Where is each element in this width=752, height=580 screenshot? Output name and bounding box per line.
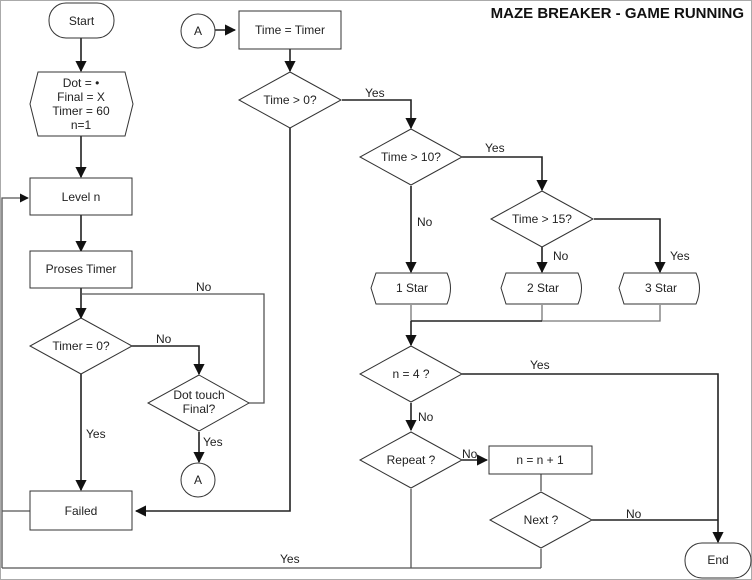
- time-eq-timer-box: [238, 10, 342, 50]
- label-timer-zero-yes: Yes: [86, 427, 106, 441]
- node-time-gt-0[interactable]: Time > 0?: [237, 71, 343, 129]
- node-n-eq-4[interactable]: n = 4 ?: [358, 345, 464, 403]
- edge-n4-yes: [462, 373, 724, 544]
- timer-zero-decision: [28, 317, 134, 375]
- node-failed[interactable]: Failed: [29, 490, 133, 531]
- init-line-4: n=1: [71, 118, 92, 132]
- init-line-1: Dot = •: [63, 76, 100, 90]
- edge-time15-yes: [594, 218, 666, 274]
- label-timer-zero-no: No: [156, 332, 172, 346]
- label-time-gt-0-yes: Yes: [365, 86, 385, 100]
- n-eq-4-label: n = 4 ?: [392, 367, 429, 381]
- label-time-gt-15-yes: Yes: [670, 249, 690, 263]
- star-1-display: [370, 272, 451, 305]
- node-time-gt-15[interactable]: Time > 15?: [489, 190, 595, 248]
- time-gt-0-label: Time > 0?: [263, 93, 317, 107]
- edge-labels: No No Yes Yes Yes Yes No No Yes Yes No N…: [86, 86, 690, 566]
- label-n-eq-4-no: No: [418, 410, 434, 424]
- repeat-decision: [358, 431, 464, 489]
- connector-a-top-label: A: [194, 24, 202, 38]
- node-connector-a-top[interactable]: A: [180, 13, 216, 49]
- node-star-2[interactable]: 2 Star: [500, 272, 582, 305]
- node-end[interactable]: End: [684, 542, 752, 579]
- label-proses-loop-no: No: [196, 280, 212, 294]
- label-time-gt-15-no: No: [553, 249, 569, 263]
- edge-loop-to-level: [1, 193, 29, 568]
- dot-touch-decision: [146, 374, 251, 432]
- end-label: End: [707, 553, 728, 567]
- failed-box: [29, 490, 133, 531]
- time-gt-10-label: Time > 10?: [381, 150, 441, 164]
- n-eq-4-decision: [358, 345, 464, 403]
- edge-timer0-no: [132, 345, 205, 376]
- node-timer-zero[interactable]: Timer = 0?: [28, 317, 134, 375]
- level-box: [29, 177, 133, 216]
- dot-touch-line-1: Dot touch: [173, 388, 224, 402]
- n-inc-label: n = n + 1: [516, 453, 564, 467]
- timer-zero-label: Timer = 0?: [52, 339, 110, 353]
- label-repeat-no: No: [462, 447, 478, 461]
- time-gt-10-decision: [358, 128, 464, 186]
- diagram-title: MAZE BREAKER - GAME RUNNING: [491, 5, 744, 22]
- edge-time10-yes: [462, 156, 548, 192]
- repeat-label: Repeat ?: [387, 453, 436, 467]
- proses-timer-box: [29, 250, 133, 289]
- node-repeat[interactable]: Repeat ?: [358, 431, 464, 489]
- node-init[interactable]: Dot = • Final = X Timer = 60 n=1: [29, 71, 134, 137]
- next-decision: [488, 491, 594, 549]
- node-time-gt-10[interactable]: Time > 10?: [358, 128, 464, 186]
- label-next-no: No: [626, 507, 642, 521]
- connector-a-bottom-label: A: [194, 473, 202, 487]
- node-next[interactable]: Next ?: [488, 491, 594, 549]
- connector-a-bottom-circle: [180, 462, 216, 498]
- start-terminator: [48, 2, 115, 39]
- node-time-eq-timer[interactable]: Time = Timer: [238, 10, 342, 50]
- node-connector-a-bottom[interactable]: A: [180, 462, 216, 498]
- n-inc-box: [488, 445, 593, 475]
- star-2-display: [500, 272, 582, 305]
- time-gt-15-decision: [489, 190, 595, 248]
- star-2-label: 2 Star: [527, 281, 559, 295]
- star-1-label: 1 Star: [396, 281, 428, 295]
- failed-label: Failed: [65, 504, 98, 518]
- next-label: Next ?: [524, 513, 559, 527]
- label-time-gt-10-yes: Yes: [485, 141, 505, 155]
- node-proses-timer[interactable]: Proses Timer: [29, 250, 133, 289]
- init-line-3: Timer = 60: [52, 104, 110, 118]
- time-gt-0-decision: [237, 71, 343, 129]
- label-dot-touch-yes: Yes: [203, 435, 223, 449]
- dot-touch-line-2: Final?: [183, 402, 216, 416]
- time-eq-timer-label: Time = Timer: [255, 23, 325, 37]
- time-gt-15-label: Time > 15?: [512, 212, 572, 226]
- level-label: Level n: [62, 190, 101, 204]
- star-3-display: [618, 272, 700, 305]
- star-3-label: 3 Star: [645, 281, 677, 295]
- node-level[interactable]: Level n: [29, 177, 133, 216]
- edge-star2-down: [541, 305, 661, 322]
- edge-time0-yes: [342, 99, 417, 130]
- connector-a-top-circle: [180, 13, 216, 49]
- node-star-3[interactable]: 3 Star: [618, 272, 700, 305]
- node-n-inc[interactable]: n = n + 1: [488, 445, 593, 475]
- node-star-1[interactable]: 1 Star: [370, 272, 451, 305]
- start-label: Start: [69, 14, 95, 28]
- end-terminator: [684, 542, 752, 579]
- init-preparation: [29, 71, 134, 137]
- node-start[interactable]: Start: [48, 2, 115, 39]
- proses-timer-label: Proses Timer: [46, 262, 117, 276]
- init-line-2: Final = X: [57, 90, 105, 104]
- label-n-eq-4-yes: Yes: [530, 358, 550, 372]
- edge-time0-no-failed: [134, 128, 291, 517]
- label-repeat-yes: Yes: [280, 552, 300, 566]
- label-time-gt-10-no: No: [417, 215, 433, 229]
- node-dot-touch[interactable]: Dot touch Final?: [146, 374, 251, 432]
